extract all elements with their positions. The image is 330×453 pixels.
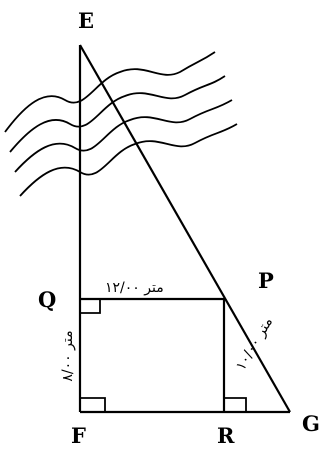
river-wave-4 [19,123,238,197]
point-label-Q: Q [38,287,56,312]
river-wave-3 [14,99,233,173]
river-wave-2 [9,75,226,153]
point-label-P: P [258,268,274,293]
line-EG [79,44,291,413]
right-angle-R [224,397,247,412]
point-label-R: R [217,423,235,448]
right-angle-F [80,397,106,412]
measure-QP: ۱۲/۰۰ متر [105,280,164,296]
point-label-F: F [71,423,86,448]
river-wave-1 [4,51,216,133]
measure-QF: ۸/۰۰ متر [60,330,76,381]
point-label-G: G [302,411,320,436]
right-angle-Q [80,299,101,314]
point-label-E: E [78,8,94,33]
